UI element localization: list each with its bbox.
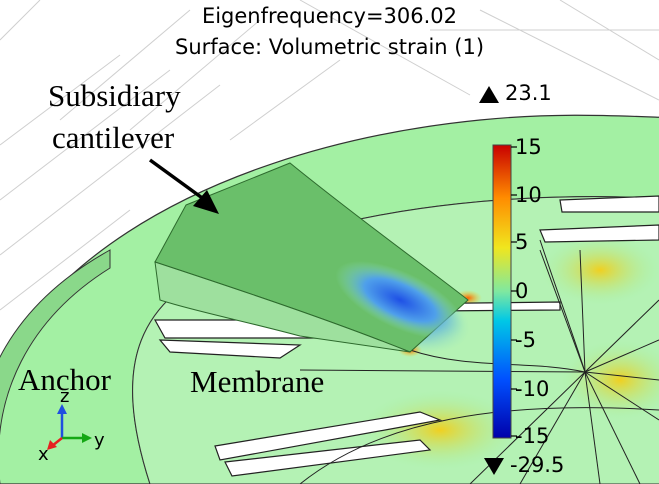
axis-y-label: y xyxy=(94,430,105,451)
colorbar-tick-label: -15 xyxy=(515,424,550,448)
subsidiary-cantilever-label-line1: Subsidiary xyxy=(48,78,181,113)
min-value: -29.5 xyxy=(510,453,565,477)
max-value: 23.1 xyxy=(505,81,552,105)
plot-subtitle: Surface: Volumetric strain (1) xyxy=(174,35,485,59)
anchor-ring-side xyxy=(0,249,111,484)
colorbar-tick-label: 10 xyxy=(515,183,542,207)
cantilever-strain-blob xyxy=(335,261,465,339)
annotation-arrow-line xyxy=(148,158,207,202)
subsidiary-cantilever-label-line2: cantilever xyxy=(52,120,175,155)
membrane-label: Membrane xyxy=(190,364,325,399)
coordinate-triad xyxy=(47,404,92,450)
max-triangle-icon xyxy=(479,85,499,103)
strain-yellow-spot-1 xyxy=(540,235,659,305)
min-triangle-icon xyxy=(484,457,504,475)
plot-title: Eigenfrequency=306.02 xyxy=(201,4,458,28)
colorbar xyxy=(492,144,512,439)
max-value-marker: 23.1 xyxy=(479,80,552,106)
annotation-arrow-head xyxy=(193,190,219,214)
axis-z-label: z xyxy=(60,386,70,407)
colorbar-tick-marks xyxy=(511,146,517,437)
background-grid xyxy=(0,0,659,311)
colorbar-tick-label: 0 xyxy=(515,279,529,303)
colorbar-tick-label: 15 xyxy=(515,135,542,159)
colorbar-tick-label: -10 xyxy=(515,377,550,401)
anchor-label: Anchor xyxy=(18,362,111,397)
colorbar-tick-label: 5 xyxy=(515,230,529,254)
subsidiary-cantilever-lower xyxy=(154,261,411,353)
axis-x-label: x xyxy=(38,444,49,465)
colorbar-tick-label: -5 xyxy=(515,328,536,352)
min-value-marker: -29.5 xyxy=(484,452,564,478)
